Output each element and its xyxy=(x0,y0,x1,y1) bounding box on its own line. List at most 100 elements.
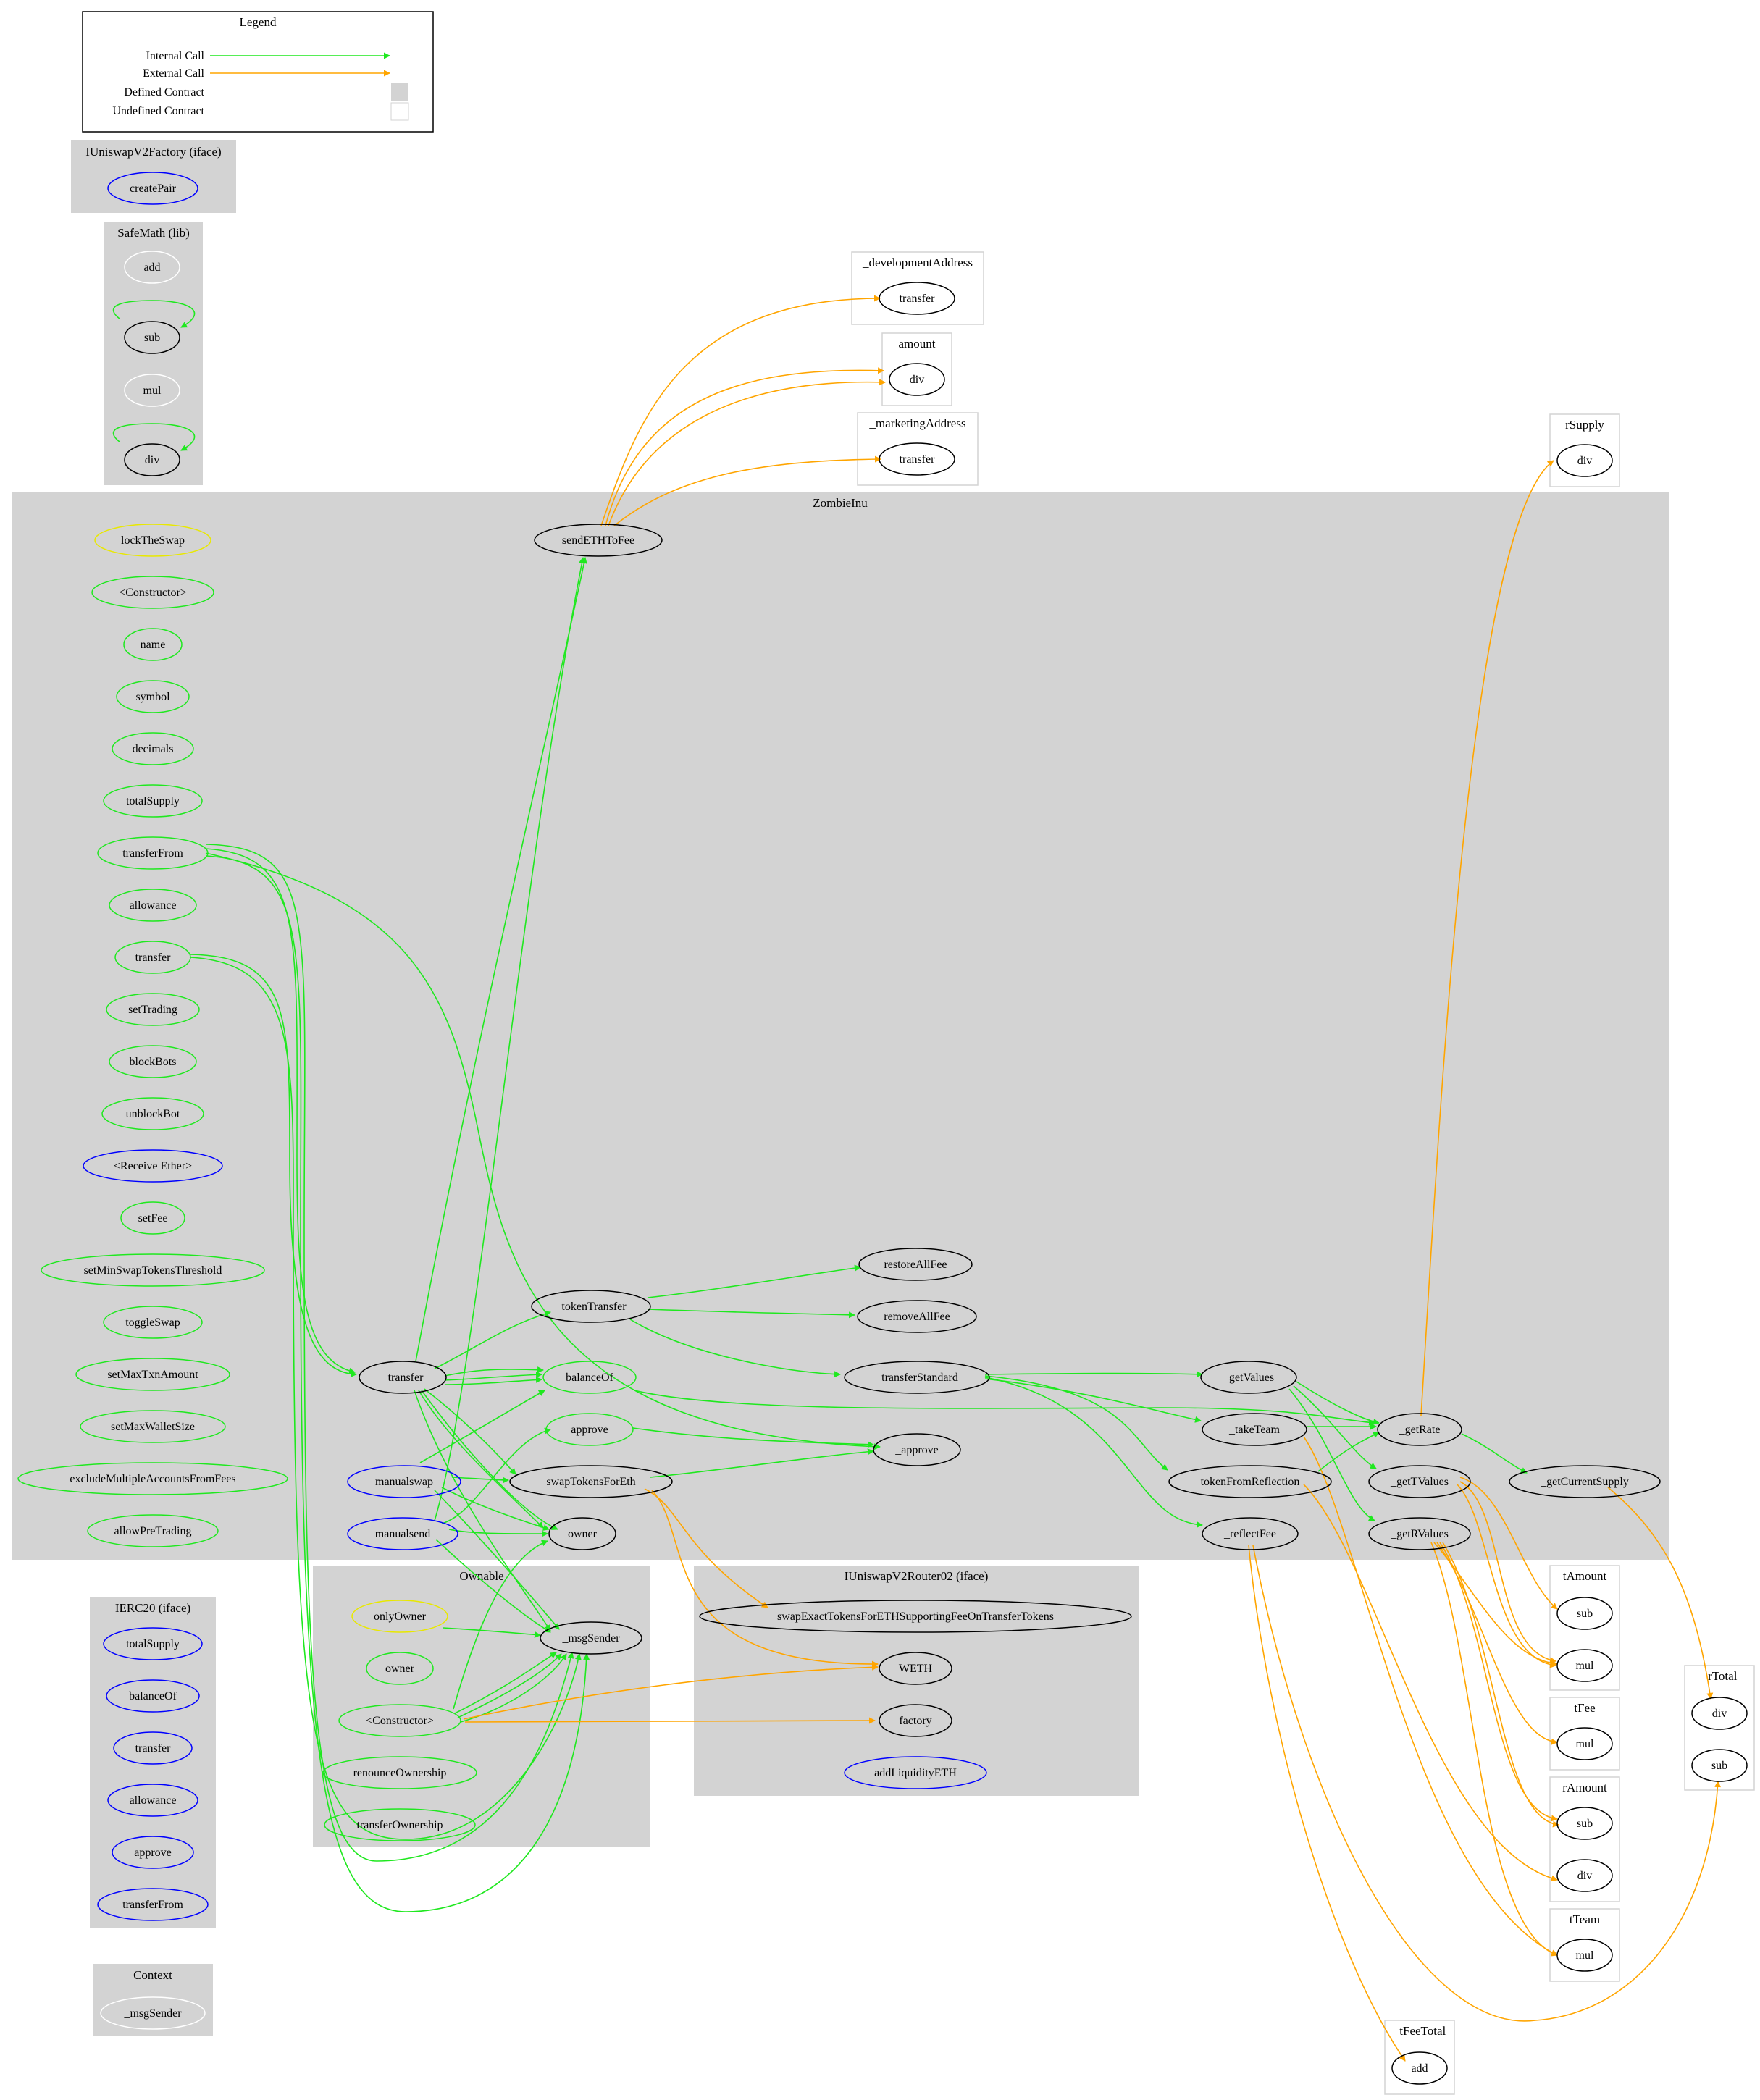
node-safemath-div[interactable] xyxy=(124,443,180,476)
node-msgsender[interactable] xyxy=(540,1621,642,1655)
cluster-iuniswapv2router02-label: IUniswapV2Router02 (iface) xyxy=(845,1569,989,1583)
node-transferfrom[interactable] xyxy=(97,836,209,870)
node-safemath-mul[interactable] xyxy=(124,374,180,407)
node-ierc20-totalsupply[interactable] xyxy=(103,1627,203,1660)
node-sendethtofee[interactable] xyxy=(534,524,663,557)
node-ierc20-allowance[interactable] xyxy=(107,1784,198,1817)
edge-ownable-constructor-weth xyxy=(463,1663,879,1720)
node-receive-ether[interactable] xyxy=(83,1149,223,1183)
node-tokenfromreflection[interactable] xyxy=(1168,1465,1332,1498)
legend-undefined-label: Undefined Contract xyxy=(112,105,204,117)
clusters: IUniswapV2Factory (iface) SafeMath (lib)… xyxy=(12,140,1755,2095)
node-getcurrentsupply[interactable] xyxy=(1509,1465,1661,1498)
node-getrate[interactable] xyxy=(1377,1413,1462,1446)
node-lockthe-swap[interactable] xyxy=(94,524,211,557)
node-mkt-transfer[interactable] xyxy=(879,442,955,476)
node-ierc20-balanceof[interactable] xyxy=(106,1679,200,1713)
node-approve[interactable] xyxy=(545,1413,634,1446)
node-amount-div[interactable] xyxy=(889,363,945,396)
edge-getcurrentsupply-rtotal-div xyxy=(1607,1487,1714,1700)
node-context-msgsender[interactable] xyxy=(100,1996,206,2030)
node-decimals[interactable] xyxy=(112,732,194,765)
node-tfee-mul[interactable] xyxy=(1556,1727,1613,1760)
edge-_transfer-owner xyxy=(418,1390,544,1529)
node-tteam-mul[interactable] xyxy=(1556,1939,1613,1972)
node-_approve[interactable] xyxy=(873,1433,961,1466)
node-zombie-constructor[interactable] xyxy=(91,576,214,609)
node-manualswap[interactable] xyxy=(347,1465,461,1498)
node-ramount-sub[interactable] xyxy=(1556,1807,1613,1840)
node-rsupply-div[interactable] xyxy=(1556,444,1613,477)
node-setfee[interactable] xyxy=(120,1201,185,1235)
node-ownable-owner[interactable] xyxy=(366,1652,434,1685)
node-totalsupply[interactable] xyxy=(103,784,203,818)
node-ramount-div[interactable] xyxy=(1556,1859,1613,1892)
node-getrvalues[interactable] xyxy=(1368,1517,1471,1550)
node-safemath-add[interactable] xyxy=(124,251,180,284)
node-ierc20-transfer-label: transfer xyxy=(135,1742,172,1755)
node-transferstandard-label: _transferStandard xyxy=(875,1372,958,1384)
edge-manualsend-approve xyxy=(441,1427,551,1524)
node-lockthe-swap-label: lockTheSwap xyxy=(121,534,185,547)
node-ownable-constructor[interactable] xyxy=(338,1704,461,1737)
node-rtotal-sub[interactable] xyxy=(1691,1749,1748,1782)
node-decimals-label: decimals xyxy=(133,743,174,755)
node-factory[interactable] xyxy=(879,1704,952,1737)
node-allowance[interactable] xyxy=(109,889,197,922)
node-symbol[interactable] xyxy=(116,680,190,713)
node-_transfer[interactable] xyxy=(359,1361,447,1394)
node-removeallfee[interactable] xyxy=(857,1300,977,1333)
cluster-tteam xyxy=(1549,1908,1620,1982)
node-tamount-sub[interactable] xyxy=(1556,1597,1613,1630)
node-ierc20-approve[interactable] xyxy=(112,1836,194,1869)
node-setmaxwalletsize[interactable] xyxy=(80,1410,226,1443)
node-ierc20-transferfrom[interactable] xyxy=(97,1888,209,1921)
edge-reflectfee-rtotal-sub xyxy=(1252,1545,1721,2022)
node-swaptokensforeth[interactable] xyxy=(509,1465,673,1498)
node-excludemultipleaccountsfromfees[interactable] xyxy=(17,1462,288,1495)
node-restoreallfee[interactable] xyxy=(858,1248,973,1281)
node-manualsend[interactable] xyxy=(347,1517,458,1550)
node-safemath-div-label: div xyxy=(145,454,159,466)
node-addliquidityeth[interactable] xyxy=(844,1756,987,1789)
node-getvalues[interactable] xyxy=(1200,1361,1297,1394)
node-transferownership[interactable] xyxy=(324,1808,476,1841)
node-setminswaptokensthreshold[interactable] xyxy=(41,1253,265,1287)
cluster-ownable-label: Ownable xyxy=(459,1569,503,1583)
node-renounceownership[interactable] xyxy=(322,1756,477,1789)
node-blockbots[interactable] xyxy=(109,1045,197,1078)
node-manualswap-label: manualswap xyxy=(375,1476,433,1488)
node-reflectfee[interactable] xyxy=(1202,1517,1299,1550)
node-swapexacttokens[interactable] xyxy=(699,1600,1132,1633)
edge-manualsend-msgsender xyxy=(435,1539,551,1633)
node-toggleswap[interactable] xyxy=(103,1306,203,1339)
node-balanceof[interactable] xyxy=(542,1361,637,1394)
node-name[interactable] xyxy=(123,628,183,661)
node-settrading[interactable] xyxy=(106,993,200,1026)
cluster-ierc20-label: IERC20 (iface) xyxy=(115,1601,190,1615)
node-tfeetotal-add[interactable] xyxy=(1391,2051,1448,2085)
node-weth[interactable] xyxy=(879,1652,952,1685)
node-tokentransfer[interactable] xyxy=(531,1290,651,1323)
node-createpair[interactable] xyxy=(107,172,198,205)
node-ramount-sub-label: sub xyxy=(1577,1818,1593,1830)
edge-transferfrom-_transfer xyxy=(205,848,356,1374)
node-ownable-constructor-label: <Constructor> xyxy=(366,1715,434,1727)
node-owner[interactable] xyxy=(548,1517,616,1550)
node-dev-transfer[interactable] xyxy=(879,282,955,315)
node-safemath-sub[interactable] xyxy=(124,321,180,354)
node-transferstandard[interactable] xyxy=(844,1361,990,1394)
node-onlyowner[interactable] xyxy=(351,1600,448,1633)
node-rtotal-div[interactable] xyxy=(1691,1697,1748,1730)
node-setmaxtxnamount[interactable] xyxy=(75,1358,230,1391)
node-context-msgsender-label: _msgSender xyxy=(123,2007,182,2020)
node-transfer[interactable] xyxy=(114,941,191,974)
node-swapexacttokens-label: swapExactTokensForETHSupportingFeeOnTran… xyxy=(777,1610,1054,1623)
node-ierc20-transfer[interactable] xyxy=(113,1731,193,1765)
node-gettvalues[interactable] xyxy=(1368,1465,1471,1498)
node-gettvalues-label: _getTValues xyxy=(1390,1476,1449,1488)
node-unblockbot[interactable] xyxy=(101,1097,204,1130)
node-allowpretrading[interactable] xyxy=(87,1514,219,1547)
node-tamount-mul[interactable] xyxy=(1556,1649,1613,1682)
node-taketeam[interactable] xyxy=(1202,1413,1307,1446)
